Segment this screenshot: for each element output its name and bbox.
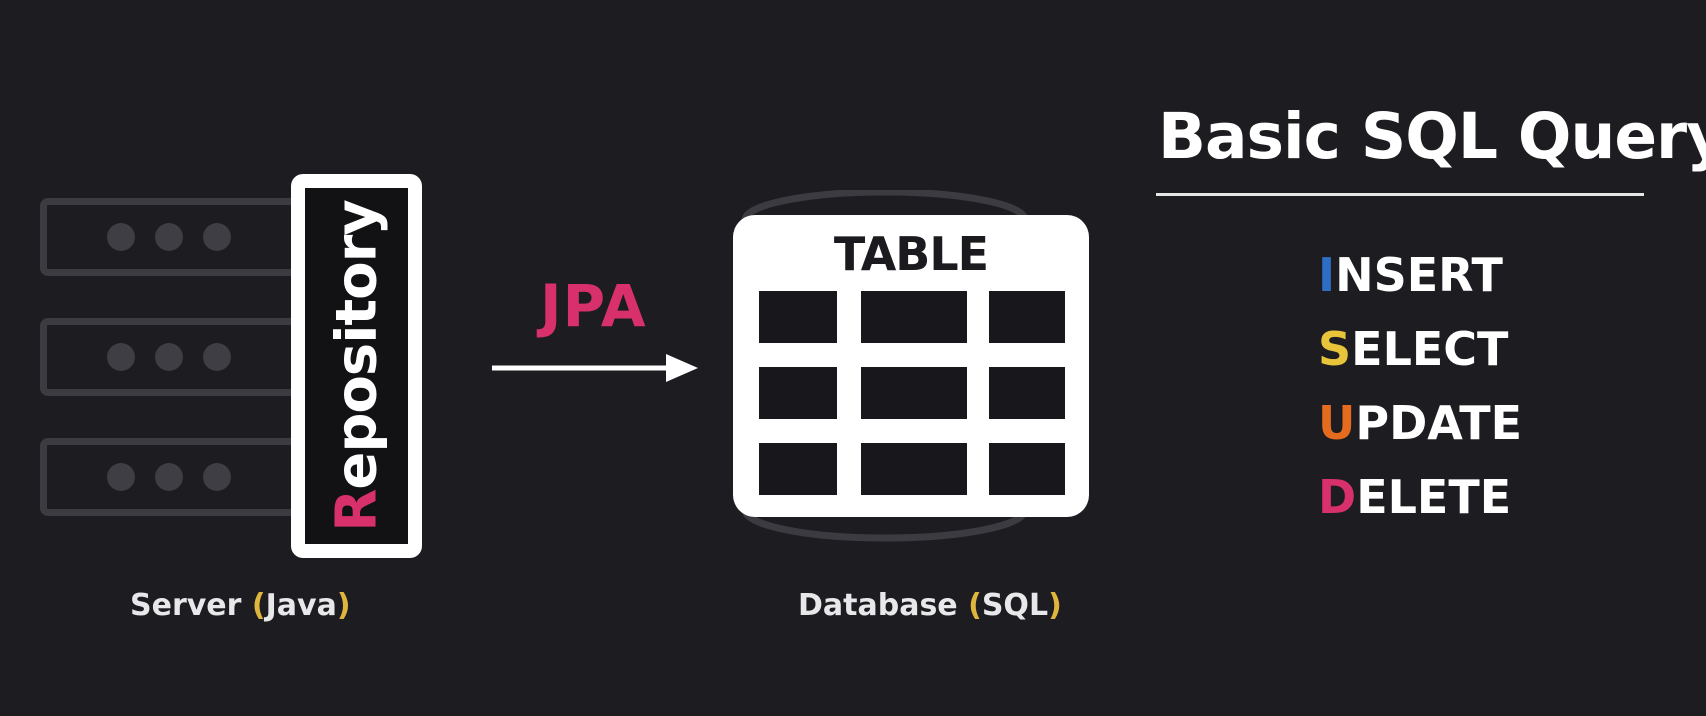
server-leds <box>107 343 231 371</box>
command-initial: D <box>1318 470 1357 524</box>
server-leds <box>107 223 231 251</box>
repository-inner: Repository <box>305 188 408 544</box>
table-cell <box>759 367 837 419</box>
command-initial: I <box>1318 248 1336 302</box>
command-rest: PDATE <box>1355 396 1523 450</box>
table-card: TABLE <box>733 215 1089 517</box>
table-cell <box>989 291 1065 343</box>
command-rest: ELETE <box>1356 470 1512 524</box>
server-leds <box>107 463 231 491</box>
server-caption: Server (Java) <box>130 588 351 623</box>
server-caption-open: ( <box>251 588 266 623</box>
arrow-head <box>666 354 698 382</box>
sql-command-select: SELECT <box>1318 322 1508 376</box>
led-dot <box>203 223 231 251</box>
repository-initial: R <box>324 489 389 532</box>
led-dot <box>107 223 135 251</box>
database-caption-main: Database <box>798 588 969 623</box>
sql-command-insert: INSERT <box>1318 248 1503 302</box>
server-caption-close: ) <box>336 588 351 623</box>
server-caption-inner: Java <box>265 588 337 623</box>
repository-box: Repository <box>291 174 422 558</box>
database-caption-open: ( <box>968 588 982 623</box>
table-cell <box>861 291 967 343</box>
server-caption-main: Server <box>130 588 252 623</box>
led-dot <box>155 463 183 491</box>
led-dot <box>203 463 231 491</box>
led-dot <box>155 223 183 251</box>
table-cell <box>759 291 837 343</box>
command-rest: NSERT <box>1335 248 1503 302</box>
repository-label: Repository <box>324 200 389 532</box>
database-caption-close: ) <box>1048 588 1062 623</box>
sql-command-update: UPDATE <box>1318 396 1522 450</box>
table-title: TABLE <box>833 227 989 281</box>
command-initial: S <box>1318 322 1352 376</box>
server-unit <box>40 318 360 396</box>
table-cell <box>989 367 1065 419</box>
led-dot <box>155 343 183 371</box>
sql-command-delete: DELETE <box>1318 470 1511 524</box>
led-dot <box>107 343 135 371</box>
table-cell <box>759 443 837 495</box>
arrow-right-icon <box>492 354 698 382</box>
table-cell <box>861 367 967 419</box>
table-cell <box>861 443 967 495</box>
jpa-label: JPA <box>540 272 647 340</box>
database-caption-inner: SQL <box>981 588 1049 623</box>
table-cell <box>989 443 1065 495</box>
title-divider <box>1156 193 1644 196</box>
led-dot <box>107 463 135 491</box>
led-dot <box>203 343 231 371</box>
repository-rest: epository <box>324 200 389 490</box>
query-panel-title: Basic SQL Query <box>1158 100 1706 173</box>
database-caption: Database (SQL) <box>798 588 1062 623</box>
command-rest: ELECT <box>1351 322 1509 376</box>
command-initial: U <box>1318 396 1356 450</box>
